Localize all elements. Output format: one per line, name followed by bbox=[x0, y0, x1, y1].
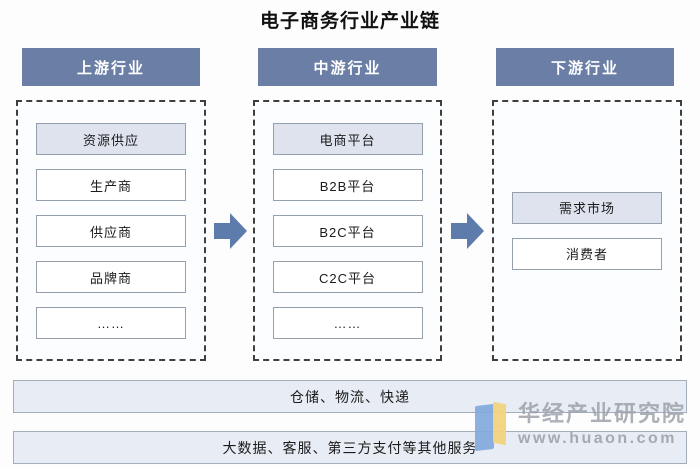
watermark-text: 华经产业研究院 www.huaon.com bbox=[518, 400, 686, 450]
logo-blue-page bbox=[475, 403, 494, 452]
upstream-box-resource-supply: 资源供应 bbox=[36, 123, 186, 155]
logo-yellow-page bbox=[493, 401, 506, 446]
downstream-box-demand-market: 需求市场 bbox=[512, 191, 662, 224]
header-downstream: 下游行业 bbox=[496, 48, 674, 86]
midstream-box-ecommerce-platform: 电商平台 bbox=[272, 123, 423, 155]
midstream-panel: 电商平台 B2B平台 B2C平台 C2C平台 …… bbox=[253, 100, 442, 361]
huaon-logo-icon bbox=[474, 400, 510, 456]
upstream-box-brands: 品牌商 bbox=[36, 261, 186, 293]
header-midstream: 中游行业 bbox=[258, 48, 437, 86]
downstream-panel: 需求市场 消费者 bbox=[492, 100, 682, 361]
watermark: 华经产业研究院 www.huaon.com bbox=[474, 400, 694, 462]
watermark-brand: 华经产业研究院 bbox=[518, 401, 687, 426]
upstream-box-suppliers: 供应商 bbox=[36, 215, 186, 247]
midstream-box-b2b: B2B平台 bbox=[272, 169, 423, 201]
upstream-box-more: …… bbox=[36, 307, 186, 339]
flow-arrow-midstream-to-downstream bbox=[451, 213, 484, 249]
logistics-support-bar: 仓储、物流、快递 bbox=[13, 380, 687, 413]
flow-arrow-upstream-to-midstream bbox=[214, 213, 247, 249]
upstream-box-producers: 生产商 bbox=[36, 169, 186, 201]
midstream-box-more: …… bbox=[272, 307, 423, 339]
midstream-box-c2c: C2C平台 bbox=[272, 261, 423, 293]
upstream-panel: 资源供应 生产商 供应商 品牌商 …… bbox=[16, 100, 206, 361]
page-title: 电子商务行业产业链 bbox=[259, 11, 440, 32]
watermark-url: www.huaon.com bbox=[518, 430, 678, 447]
downstream-box-consumers: 消费者 bbox=[512, 237, 662, 270]
header-upstream: 上游行业 bbox=[22, 48, 200, 86]
other-services-bar: 大数据、客服、第三方支付等其他服务 bbox=[13, 431, 687, 464]
midstream-box-b2c: B2C平台 bbox=[272, 215, 423, 247]
